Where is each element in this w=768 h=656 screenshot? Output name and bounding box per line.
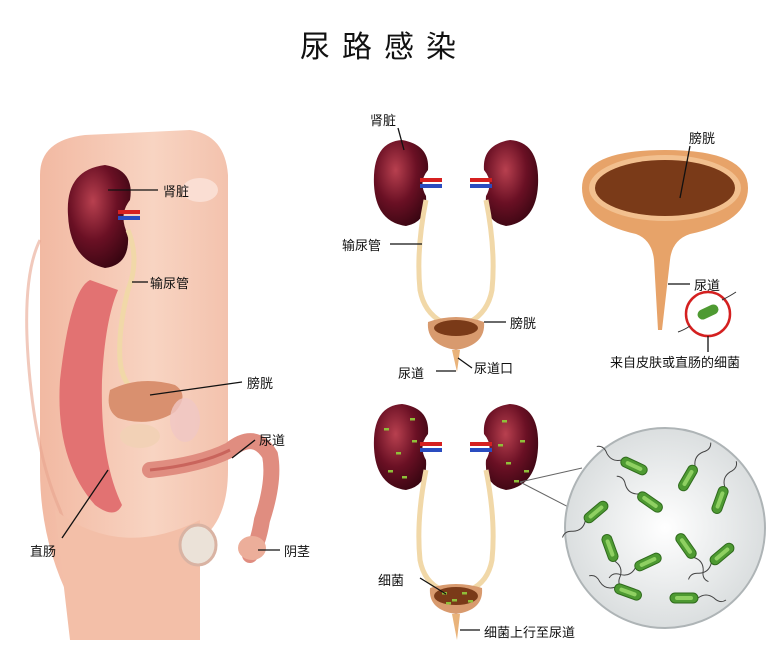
prostate-graphic (120, 424, 160, 448)
label-bacteria-source: 来自皮肤或直肠的细菌 (610, 356, 741, 371)
bacterium-cell (562, 500, 609, 538)
label-urethra-left: 尿道 (259, 434, 286, 449)
top-right-bladder (582, 150, 748, 338)
left-bladder-graphic (108, 381, 183, 422)
bacteria-zoom-circle (564, 427, 766, 629)
label-penis: 阴茎 (284, 545, 311, 560)
bacterium-cell (589, 574, 642, 601)
label-bladder-top: 膀胱 (510, 317, 537, 332)
rectum-graphic (59, 280, 122, 513)
left-kidney-graphic (67, 165, 140, 268)
bacterium-cell (616, 475, 663, 513)
label-urethra-top: 尿道 (398, 367, 425, 382)
bacterium-cell (688, 542, 735, 580)
bacterium-cell (596, 445, 648, 476)
bacterium-cell (711, 461, 738, 514)
label-kidney-left: 肾脏 (163, 185, 190, 200)
label-ureter-left: 输尿管 (150, 277, 190, 292)
bottom-middle-infected-tract (373, 404, 539, 640)
bacteria-cells (562, 442, 738, 604)
label-rectum: 直肠 (30, 545, 57, 560)
label-bacteria-ascending: 细菌上行至尿道 (484, 626, 576, 641)
label-urethral-opening: 尿道口 (474, 362, 514, 377)
label-ureter-top: 输尿管 (342, 239, 382, 254)
left-ureter-graphic (117, 229, 142, 398)
label-bladder-right: 膀胱 (689, 132, 716, 147)
bacterium-cell (678, 442, 712, 492)
bacterium-cell (675, 533, 709, 583)
label-urethra-right: 尿道 (694, 279, 721, 294)
label-bacteria: 细菌 (378, 574, 405, 589)
testis-graphic (178, 523, 218, 567)
label-kidney-top: 肾脏 (370, 114, 397, 129)
label-bladder-left: 膀胱 (247, 377, 274, 392)
page-title: 尿路感染 (300, 30, 468, 65)
bacterium-cell (669, 592, 727, 604)
bacterium-cell (608, 552, 662, 579)
top-middle-urinary-tract (373, 140, 539, 372)
